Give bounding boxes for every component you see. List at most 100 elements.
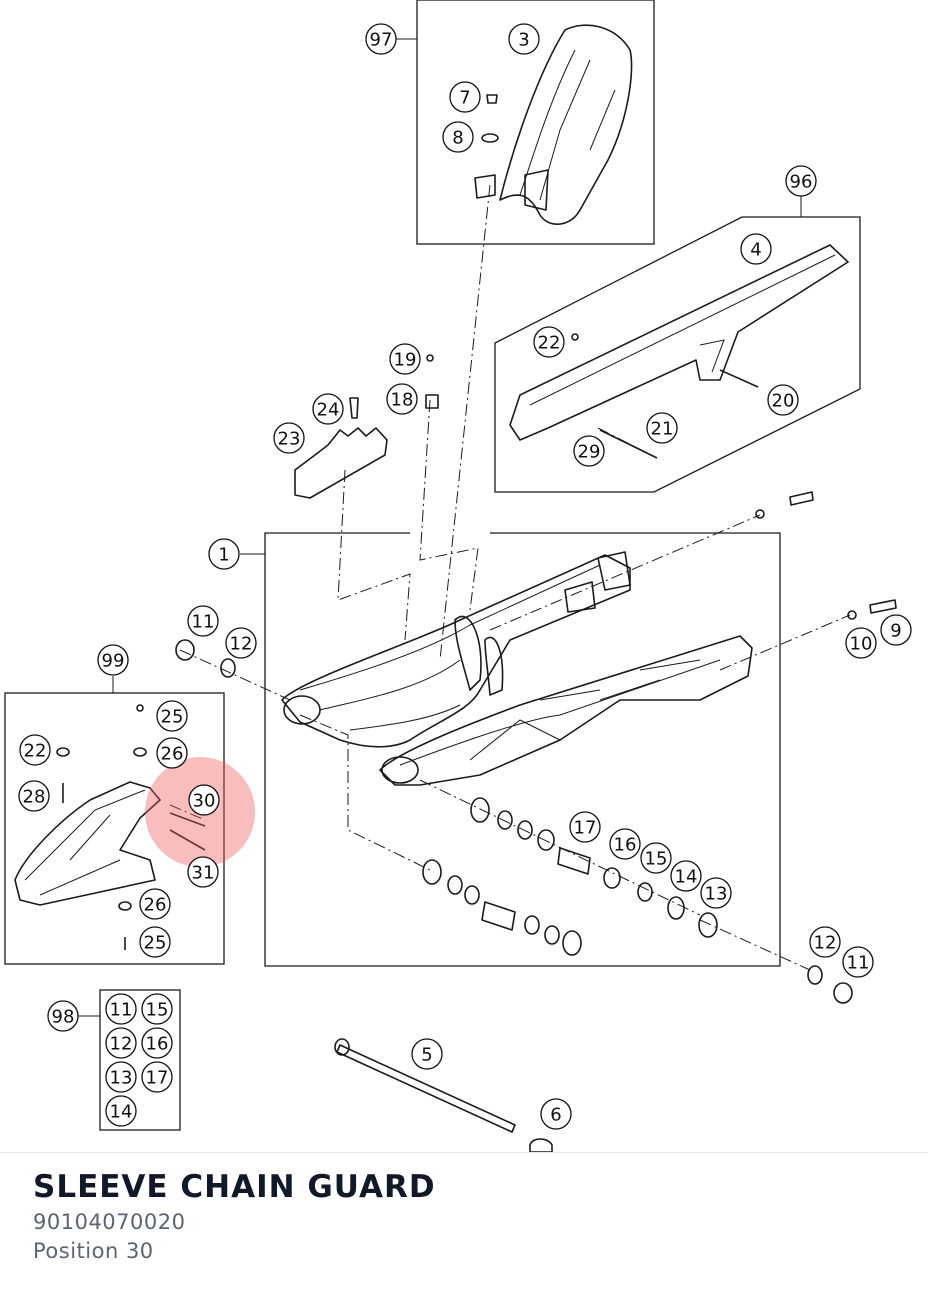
svg-text:15: 15: [146, 1000, 169, 1021]
callout-part-21[interactable]: 21: [646, 412, 678, 444]
part-info-panel: SLEEVE CHAIN GUARD 90104070020 Position …: [0, 1152, 928, 1291]
svg-text:10: 10: [850, 634, 873, 655]
svg-text:29: 29: [578, 442, 601, 463]
svg-text:26: 26: [144, 895, 167, 916]
part-chain-slider-lower: [294, 354, 439, 499]
svg-text:11: 11: [847, 953, 870, 974]
callout-part-10[interactable]: 10: [845, 627, 877, 659]
callout-kit-item-11[interactable]: 11: [105, 993, 137, 1025]
svg-text:15: 15: [645, 849, 668, 870]
callout-part-20[interactable]: 20: [767, 384, 799, 416]
callout-kit-item-14[interactable]: 14: [105, 1095, 137, 1127]
assembly-lines: [169, 184, 851, 971]
svg-text:25: 25: [161, 707, 184, 728]
svg-text:97: 97: [370, 30, 393, 51]
svg-text:4: 4: [750, 240, 761, 261]
callout-kit-item-13[interactable]: 13: [105, 1061, 137, 1093]
callout-part-23[interactable]: 23: [273, 422, 305, 454]
part-bearing-set: [175, 491, 897, 1004]
callout-part-19[interactable]: 19: [389, 343, 421, 375]
callout-kit-item-12[interactable]: 12: [105, 1027, 137, 1059]
callout-kit-item-17[interactable]: 17: [141, 1061, 173, 1093]
svg-text:18: 18: [391, 390, 414, 411]
callout-group-96[interactable]: 96: [785, 165, 817, 197]
svg-text:14: 14: [675, 867, 698, 888]
callout-part-25[interactable]: 25: [156, 700, 188, 732]
callout-part-11[interactable]: 11: [842, 946, 874, 978]
part-swingarm: [281, 551, 753, 786]
svg-text:22: 22: [538, 333, 561, 354]
svg-text:12: 12: [110, 1034, 133, 1055]
svg-text:31: 31: [192, 863, 215, 884]
callout-part-3[interactable]: 3: [508, 23, 540, 55]
svg-text:30: 30: [193, 791, 216, 812]
callout-part-7[interactable]: 7: [449, 81, 481, 113]
callout-part-17[interactable]: 17: [569, 811, 601, 843]
svg-text:28: 28: [23, 787, 46, 808]
callout-part-29[interactable]: 29: [573, 435, 605, 467]
callout-part-13[interactable]: 13: [700, 877, 732, 909]
callout-group-99[interactable]: 99: [97, 644, 129, 676]
svg-text:24: 24: [317, 400, 340, 421]
svg-text:14: 14: [110, 1102, 133, 1123]
svg-text:21: 21: [651, 419, 674, 440]
callout-kit-item-15[interactable]: 15: [141, 993, 173, 1025]
svg-text:8: 8: [452, 128, 463, 149]
part-chain-slider-upper: [509, 244, 849, 459]
callout-part-24[interactable]: 24: [312, 393, 344, 425]
svg-text:22: 22: [24, 741, 47, 762]
callout-part-5[interactable]: 5: [411, 1038, 443, 1070]
callout-part-12[interactable]: 12: [225, 627, 257, 659]
box-99: [4, 692, 225, 965]
callout-part-18[interactable]: 18: [386, 383, 418, 415]
svg-text:96: 96: [790, 172, 813, 193]
callout-part-14[interactable]: 14: [670, 860, 702, 892]
box-97: [416, 0, 655, 245]
callout-group-97[interactable]: 97: [365, 23, 397, 55]
svg-text:19: 19: [394, 350, 417, 371]
svg-text:13: 13: [705, 884, 728, 905]
box-1: [264, 532, 781, 967]
callout-part-6[interactable]: 6: [540, 1098, 572, 1130]
part-chain-slider-kit: [14, 704, 206, 950]
part-name: SLEEVE CHAIN GUARD: [33, 1169, 436, 1205]
svg-text:26: 26: [161, 744, 184, 765]
svg-text:5: 5: [421, 1045, 432, 1066]
svg-text:17: 17: [574, 818, 597, 839]
callout-part-26[interactable]: 26: [156, 737, 188, 769]
callout-group-98[interactable]: 98: [47, 1000, 79, 1032]
svg-text:98: 98: [52, 1007, 75, 1028]
callout-part-16[interactable]: 16: [609, 828, 641, 860]
part-position: Position 30: [33, 1239, 154, 1263]
svg-text:99: 99: [102, 651, 125, 672]
callout-part-4[interactable]: 4: [740, 233, 772, 265]
svg-text:16: 16: [614, 835, 637, 856]
svg-text:12: 12: [230, 634, 253, 655]
callout-part-28[interactable]: 28: [18, 780, 50, 812]
svg-text:20: 20: [772, 391, 795, 412]
callout-part-15[interactable]: 15: [640, 842, 672, 874]
callout-part-30[interactable]: 30: [188, 784, 220, 816]
callout-kit-item-16[interactable]: 16: [141, 1027, 173, 1059]
callout-part-12[interactable]: 12: [809, 926, 841, 958]
callout-part-8[interactable]: 8: [442, 121, 474, 153]
callout-part-9[interactable]: 9: [880, 614, 912, 646]
callout-group-1[interactable]: 1: [208, 538, 240, 570]
part-swingarm-axle: [334, 1038, 553, 1152]
swingarm-diagram-svg: 9796999813784222021291918242311129102526…: [4, 0, 912, 1152]
svg-text:16: 16: [146, 1034, 169, 1055]
svg-text:6: 6: [550, 1105, 561, 1126]
callout-part-31[interactable]: 31: [187, 856, 219, 888]
callout-labels: 9796999813784222021291918242311129102526…: [18, 23, 912, 1130]
part-rear-chain-guard: [474, 24, 633, 225]
svg-text:17: 17: [146, 1068, 169, 1089]
box-96: [494, 216, 861, 493]
svg-text:23: 23: [278, 429, 301, 450]
callout-part-26[interactable]: 26: [139, 888, 171, 920]
svg-text:3: 3: [518, 30, 529, 51]
callout-part-22[interactable]: 22: [19, 734, 51, 766]
callout-part-11[interactable]: 11: [187, 605, 219, 637]
callout-part-22[interactable]: 22: [533, 326, 565, 358]
callout-part-25[interactable]: 25: [139, 926, 171, 958]
